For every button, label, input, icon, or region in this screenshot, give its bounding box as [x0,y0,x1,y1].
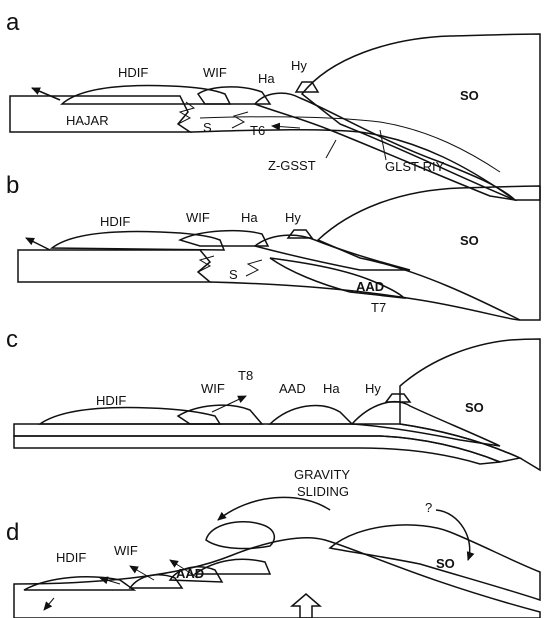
s-suture-b-2 [246,260,262,276]
label-hy-c: Hy [365,381,381,396]
label-aad-d: AAD [176,566,204,581]
label-hajar: HAJAR [66,113,109,128]
label-t6: T6 [250,123,265,138]
panel-d-label: d [6,519,19,546]
arched-platform-d [14,538,540,618]
platform-c-bottom [14,436,500,464]
label-sliding: SLIDING [297,484,349,499]
ha-unit-d [195,559,270,574]
so-unit [302,34,540,200]
label-so: SO [460,88,479,103]
hy-block-b [288,230,312,238]
label-wif-d: WIF [114,543,138,558]
thrust-sheet-line-1 [190,130,515,200]
label-t7-b: T7 [371,300,386,315]
s-suture-2 [232,112,248,128]
arrow-d-down [44,598,54,610]
wif-unit [198,87,270,104]
panel-a-label: a [6,9,20,36]
panel-b: b HDIF WIF Ha Hy SO S AAD T7 [6,172,540,320]
label-wif-b: WIF [186,210,210,225]
label-t8-c: T8 [238,368,253,383]
panel-c: c HDIF WIF T8 AAD Ha Hy SO [6,326,540,470]
uplift-arrow [292,594,320,618]
wif-unit-b [180,231,268,246]
label-gravity: GRAVITY [294,467,350,482]
hy-block-c [386,394,410,402]
hdif-unit [62,86,230,104]
panel-d: d GRAVITY SLIDING ? HDIF WIF AAD SO [6,467,540,618]
leader-glst [380,130,386,160]
label-aad-b: AAD [356,279,384,294]
label-ha: Ha [258,71,275,86]
aad-unit-c [270,406,352,424]
so-unit-d [330,525,540,600]
arrow-west-b [26,238,50,250]
arrow-t8 [212,396,246,412]
label-glst: GLST-RIY [385,159,445,174]
label-hy: Hy [291,58,307,73]
label-ha-c: Ha [323,381,340,396]
label-zgsst: Z-GSST [268,158,316,173]
leader-zgsst [326,140,336,158]
panel-c-label: c [6,326,18,353]
label-wif-c: WIF [201,381,225,396]
label-ha-b: Ha [241,210,258,225]
label-hdif-c: HDIF [96,393,126,408]
label-aad-c: AAD [279,381,306,396]
arrow-west-a [32,88,60,100]
label-hdif: HDIF [118,65,148,80]
label-question: ? [425,500,432,515]
arrow-t6 [272,126,300,128]
panel-b-label: b [6,172,19,199]
label-hdif-b: HDIF [100,214,130,229]
label-hy-b: Hy [285,210,301,225]
label-so-d: SO [436,556,455,571]
label-so-b: SO [460,233,479,248]
label-s-b: S [229,267,238,282]
platform-b [18,250,210,282]
label-hdif-d: HDIF [56,550,86,565]
panel-a: a HDIF WIF Ha Hy SO HAJAR S T6 Z-GSST GL [6,9,540,200]
platform-c-top [14,424,520,462]
label-wif: WIF [203,65,227,80]
question-arrow [436,510,470,560]
label-so-c: SO [465,400,484,415]
gravity-sliding-arrow [218,497,330,520]
thrust-sheet-line-2 [200,117,500,172]
label-s: S [203,120,212,135]
